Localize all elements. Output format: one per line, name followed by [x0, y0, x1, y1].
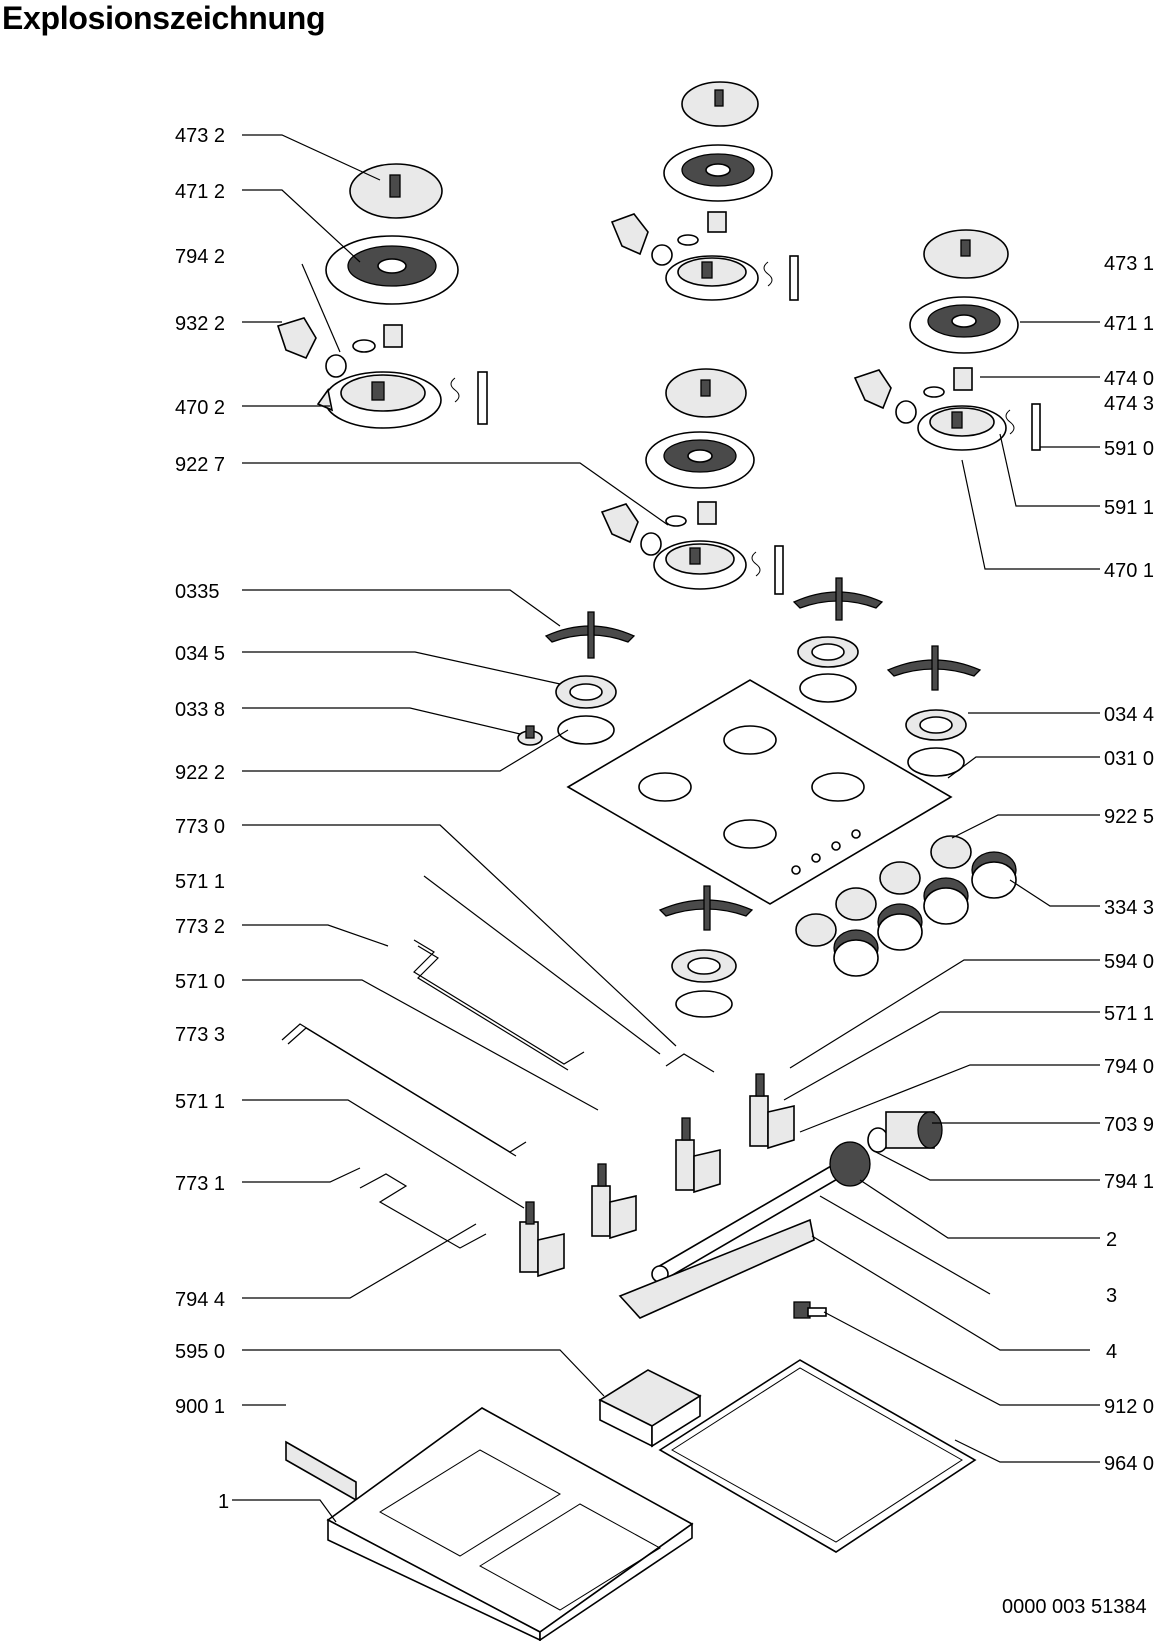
label-470-1: 470 1: [1104, 560, 1154, 582]
screw-small: [517, 725, 543, 746]
base-tray: [326, 1407, 694, 1641]
label-571-0: 571 0: [175, 971, 225, 993]
label-794-0: 794 0: [1104, 1056, 1154, 1078]
thermocouple-lines: [281, 939, 715, 1249]
label-471-2: 471 2: [175, 181, 225, 203]
labels-right: 473 1 471 1 474 0 474 3 591 0 591 1 470 …: [1104, 253, 1154, 1475]
hob-seal: [658, 1359, 977, 1553]
pan-support-back: [792, 577, 884, 621]
ignition-module: [598, 1369, 702, 1448]
injector-back: [610, 211, 727, 266]
hob-plate: [566, 679, 953, 905]
burner-body-left: [316, 371, 488, 429]
label-033-8: 033 8: [175, 699, 225, 721]
label-471-1: 471 1: [1104, 313, 1154, 335]
gas-taps: [519, 1073, 795, 1278]
label-594-0: 594 0: [1104, 951, 1154, 973]
label-031-0: 031 0: [1104, 748, 1154, 770]
label-922-2: 922 2: [175, 762, 225, 784]
injector-middle: [600, 501, 717, 556]
label-473-2: 473 2: [175, 125, 225, 147]
label-591-1: 591 1: [1104, 497, 1154, 519]
control-knobs: [795, 835, 1017, 977]
trim-ring-right: [905, 709, 967, 777]
leader-lines: [232, 134, 1100, 1523]
label-571-1-a: 571 1: [175, 871, 225, 893]
label-473-1: 473 1: [1104, 253, 1154, 275]
label-4: 4: [1106, 1341, 1117, 1363]
burner-body-right: [917, 403, 1041, 451]
label-3: 3: [1106, 1285, 1117, 1307]
label-2: 2: [1106, 1229, 1117, 1251]
label-912-0: 912 0: [1104, 1396, 1154, 1418]
burner-body-back: [665, 255, 799, 301]
label-470-2: 470 2: [175, 397, 225, 419]
label-773-3: 773 3: [175, 1024, 225, 1046]
label-794-2: 794 2: [175, 246, 225, 268]
burner-ring-middle: [645, 431, 755, 489]
label-794-1: 794 1: [1104, 1171, 1154, 1193]
label-922-5: 922 5: [1104, 806, 1154, 828]
label-773-1: 773 1: [175, 1173, 225, 1195]
page-title: Explosionszeichnung: [2, 0, 326, 36]
trim-ring-front: [671, 949, 737, 1018]
label-1: 1: [218, 1491, 229, 1513]
label-474-3: 474 3: [1104, 393, 1154, 415]
label-964-0: 964 0: [1104, 1453, 1154, 1475]
pan-support-right: [886, 645, 982, 691]
document-number: 0000 003 51384: [1002, 1596, 1147, 1618]
mounting-rail: [618, 1218, 815, 1319]
label-932-2: 932 2: [175, 313, 225, 335]
label-773-2: 773 2: [175, 916, 225, 938]
burner-cap-right: [923, 229, 1009, 279]
pan-support-front: [658, 885, 754, 931]
burner-ring-left: [325, 235, 459, 305]
trim-ring-back: [797, 636, 859, 703]
burner-ring-right: [909, 296, 1019, 354]
fixing-screw: [793, 1301, 827, 1319]
label-474-0: 474 0: [1104, 368, 1154, 390]
label-595-0: 595 0: [175, 1341, 225, 1363]
label-922-7: 922 7: [175, 454, 225, 476]
trim-ring-left: [555, 675, 617, 745]
label-034-5: 034 5: [175, 643, 225, 665]
burner-cap-left: [349, 163, 443, 219]
clamp-bracket: [285, 1440, 357, 1502]
injector-left: [276, 317, 403, 378]
label-773-0: 773 0: [175, 816, 225, 838]
burner-ring-back: [663, 144, 773, 202]
burner-cap-middle: [665, 368, 747, 418]
label-571-1-c: 571 1: [1104, 1003, 1154, 1025]
gas-inlet: [829, 1111, 943, 1187]
burner-cap-back: [681, 81, 759, 127]
burner-body-middle: [653, 540, 784, 595]
pan-support-left: [544, 611, 636, 659]
label-900-1: 900 1: [175, 1396, 225, 1418]
label-334-3: 334 3: [1104, 897, 1154, 919]
label-703-9: 703 9: [1104, 1114, 1154, 1136]
label-591-0: 591 0: [1104, 438, 1154, 460]
label-034-4: 034 4: [1104, 704, 1154, 726]
injector-right: [853, 367, 973, 424]
labels-left: 473 2 471 2 794 2 932 2 470 2 922 7 0335…: [175, 125, 229, 1513]
label-794-4: 794 4: [175, 1289, 225, 1311]
label-571-1-b: 571 1: [175, 1091, 225, 1113]
label-0335: 0335: [175, 581, 220, 603]
